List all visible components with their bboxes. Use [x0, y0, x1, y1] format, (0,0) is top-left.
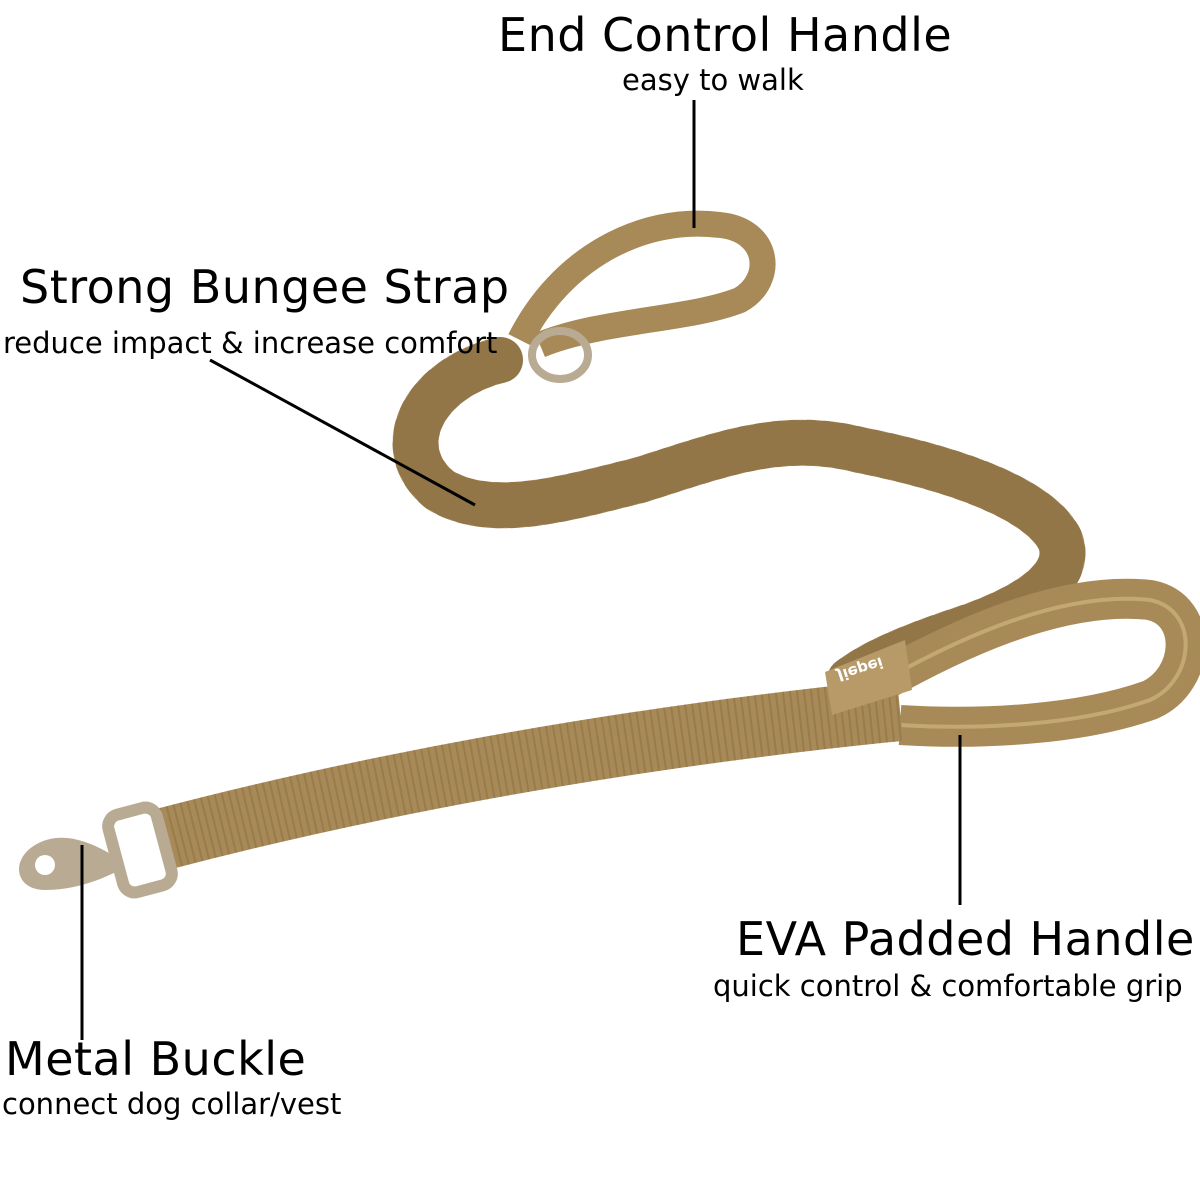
bungee-subtitle: reduce impact & increase comfort	[3, 326, 498, 360]
end-handle-subtitle: easy to walk	[622, 63, 804, 97]
bungee-title: Strong Bungee Strap	[20, 260, 510, 314]
d-ring-icon	[528, 327, 592, 383]
eva-handle-title: EVA Padded Handle	[736, 912, 1195, 966]
eva-handle-subtitle: quick control & comfortable grip	[713, 969, 1183, 1003]
end-control-handle	[508, 210, 776, 358]
brand-tag	[825, 640, 912, 715]
buckle-title: Metal Buckle	[5, 1032, 307, 1086]
end-handle-title: End Control Handle	[498, 8, 953, 62]
buckle-subtitle: connect dog collar/vest	[2, 1087, 342, 1121]
metal-buckle-icon	[18, 801, 178, 899]
main-strap	[152, 679, 904, 870]
callout-line	[209, 358, 476, 507]
